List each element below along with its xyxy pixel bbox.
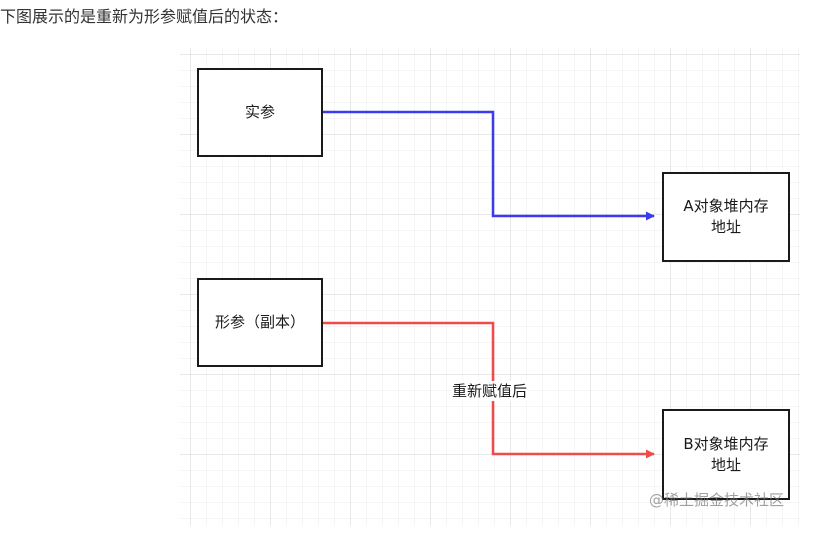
formal-param-box: 形参（副本） [197, 278, 323, 367]
actual-param-label: 实参 [244, 103, 275, 121]
object-b-label-line2: 地址 [710, 455, 741, 474]
intro-text: 下图展示的是重新为形参赋值后的状态： [0, 7, 289, 26]
object-b-box: B对象堆内存 地址 [662, 409, 790, 500]
reassign-edge-label: 重新赋值后 [452, 381, 528, 401]
object-b-label-line1: B对象堆内存 [683, 434, 769, 453]
watermark: @稀土掘金技术社区 [648, 491, 784, 509]
object-a-label-line1: A对象堆内存 [683, 197, 769, 215]
object-a-label-line2: 地址 [710, 218, 741, 236]
actual-param-box: 实参 [197, 68, 323, 157]
diagram-canvas: 实参 形参（副本） A对象堆内存 地址 B对象堆内存 地址 重新赋值后 @稀土掘… [180, 48, 800, 526]
object-a-box: A对象堆内存 地址 [662, 172, 790, 262]
blue-arrow-actual-to-a [323, 110, 655, 221]
formal-param-label: 形参（副本） [214, 313, 305, 331]
